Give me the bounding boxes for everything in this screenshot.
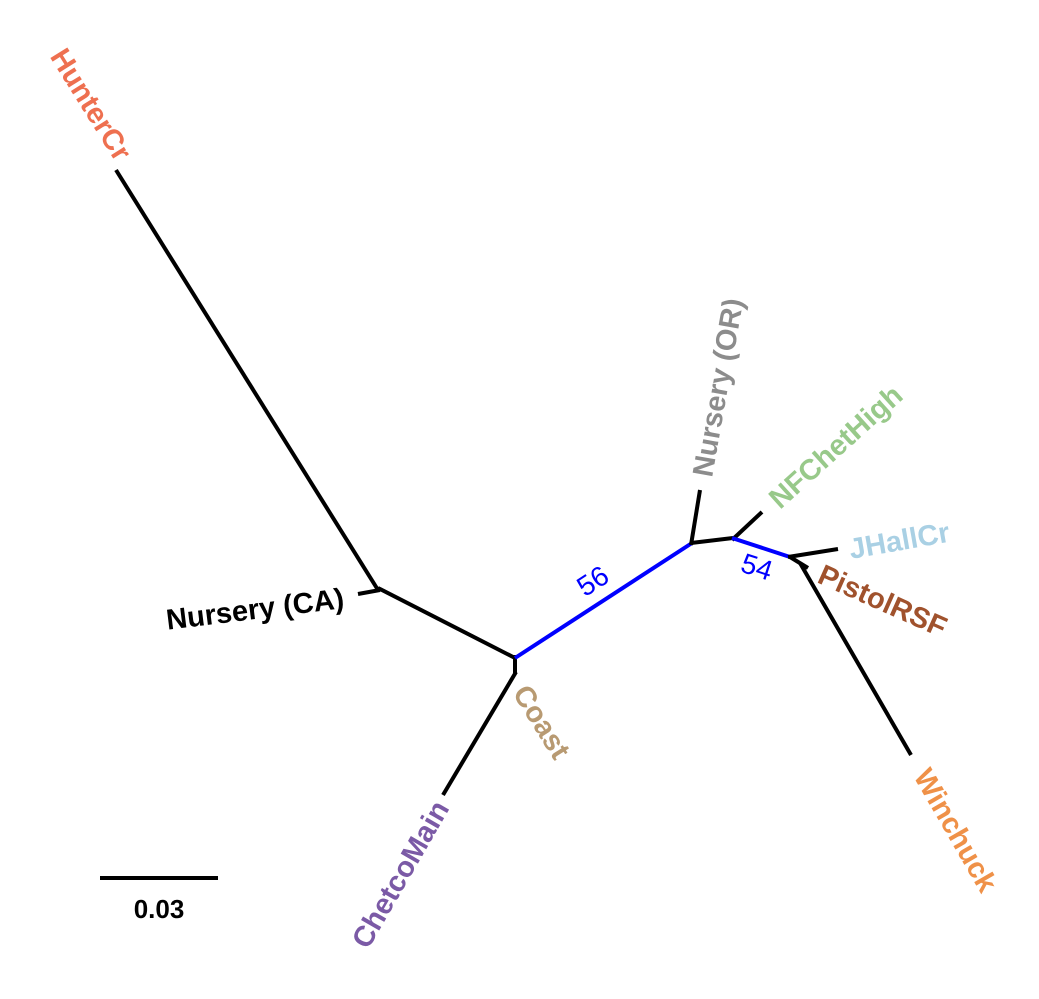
tip-label-nursery-or: Nursery (OR): [687, 296, 750, 479]
tip-labels: HunterCr Nursery (CA) ChetcoMain Coast N…: [43, 43, 1003, 954]
tip-label-nursery-ca: Nursery (CA): [164, 583, 345, 637]
tip-label-huntercr: HunterCr: [43, 43, 137, 167]
branches: [114, 168, 913, 797]
tip-label-jhallcr: JHallCr: [847, 517, 953, 566]
tip-label-pistolrsf: PistolRSF: [813, 559, 951, 644]
branch-internal-56: [513, 541, 694, 660]
branch-huntercr: [114, 168, 380, 592]
branch-jhallcr: [787, 547, 839, 559]
tip-label-winchuck: Winchuck: [907, 764, 1003, 899]
scale-bar-label: 0.03: [134, 894, 185, 924]
branch-nursery-ca: [357, 588, 381, 596]
support-label-54: 54: [737, 547, 776, 586]
branch-winchuck: [798, 561, 913, 757]
tip-label-nfchethigh: NFChetHigh: [763, 379, 909, 515]
branch-node-or: [690, 536, 734, 545]
scale-bar: 0.03: [100, 876, 218, 924]
branch-nursery-ca-node: [377, 586, 516, 660]
branch-pistolrsf: [788, 555, 810, 570]
tip-label-coast: Coast: [506, 680, 576, 766]
branch-nfchethigh: [730, 510, 764, 542]
branch-internal-54: [731, 536, 791, 559]
branch-nursery-or: [689, 489, 702, 546]
tip-label-chetcomain: ChetcoMain: [346, 796, 456, 954]
branch-chetcomain: [441, 670, 518, 797]
